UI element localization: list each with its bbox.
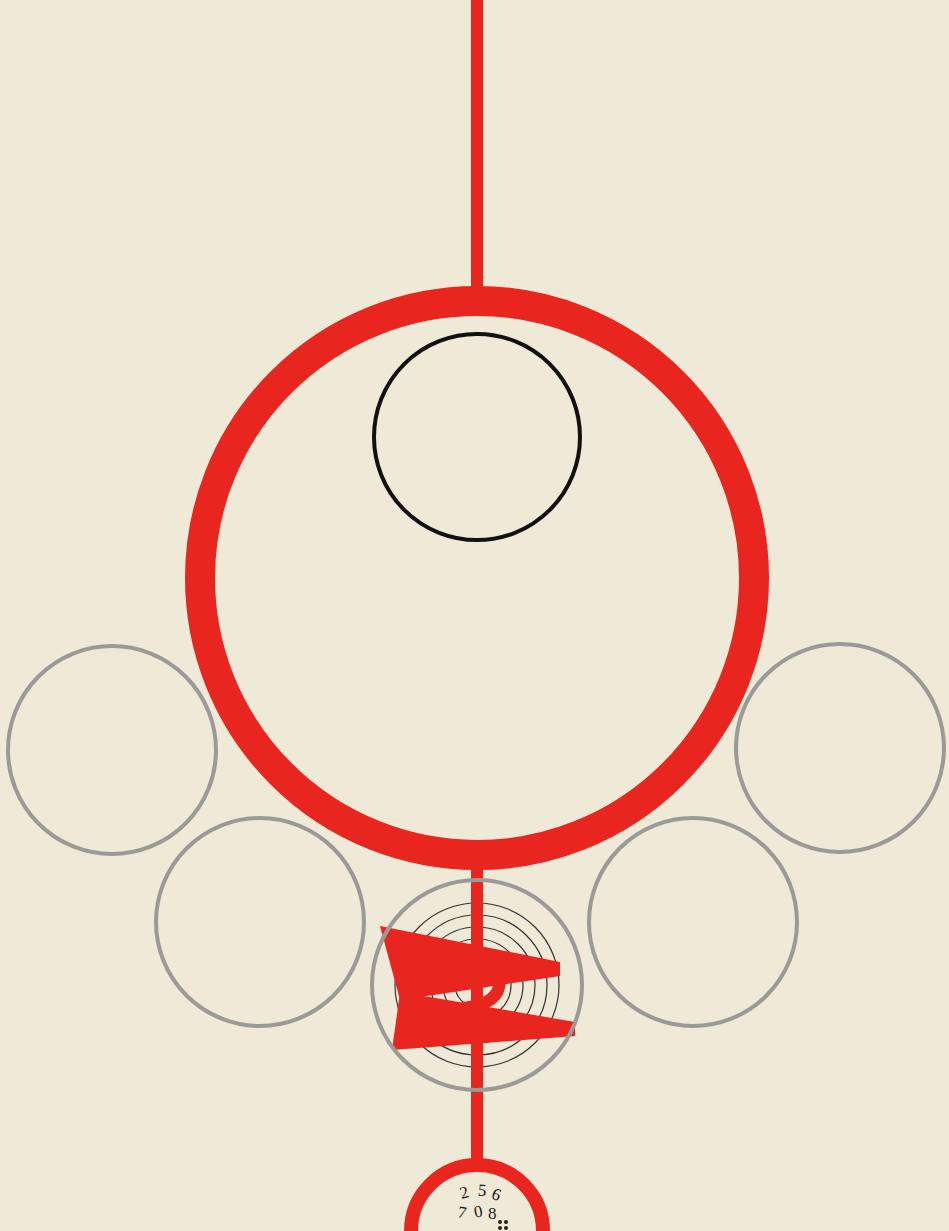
black-circle: [374, 334, 580, 540]
red-ring: [200, 301, 754, 855]
scattered-digit: 2: [458, 1183, 471, 1202]
gray-circles: [8, 644, 944, 1026]
gray-circle: [8, 646, 216, 854]
scattered-digit: 5: [477, 1182, 487, 1200]
labyrinth: [380, 855, 575, 1120]
red-half-ring: [411, 1165, 543, 1231]
gray-circle: [156, 818, 364, 1026]
red-stem: [471, 0, 483, 302]
gray-circle: [372, 880, 582, 1090]
gray-circle: [589, 818, 797, 1026]
scattered-digit: 6: [489, 1185, 503, 1204]
scattered-digit: 0: [473, 1202, 484, 1220]
dots: [498, 1220, 508, 1230]
gray-circle: [736, 644, 944, 852]
scattered-digit: 8: [488, 1205, 497, 1222]
scattered-digit: 7: [457, 1203, 468, 1221]
